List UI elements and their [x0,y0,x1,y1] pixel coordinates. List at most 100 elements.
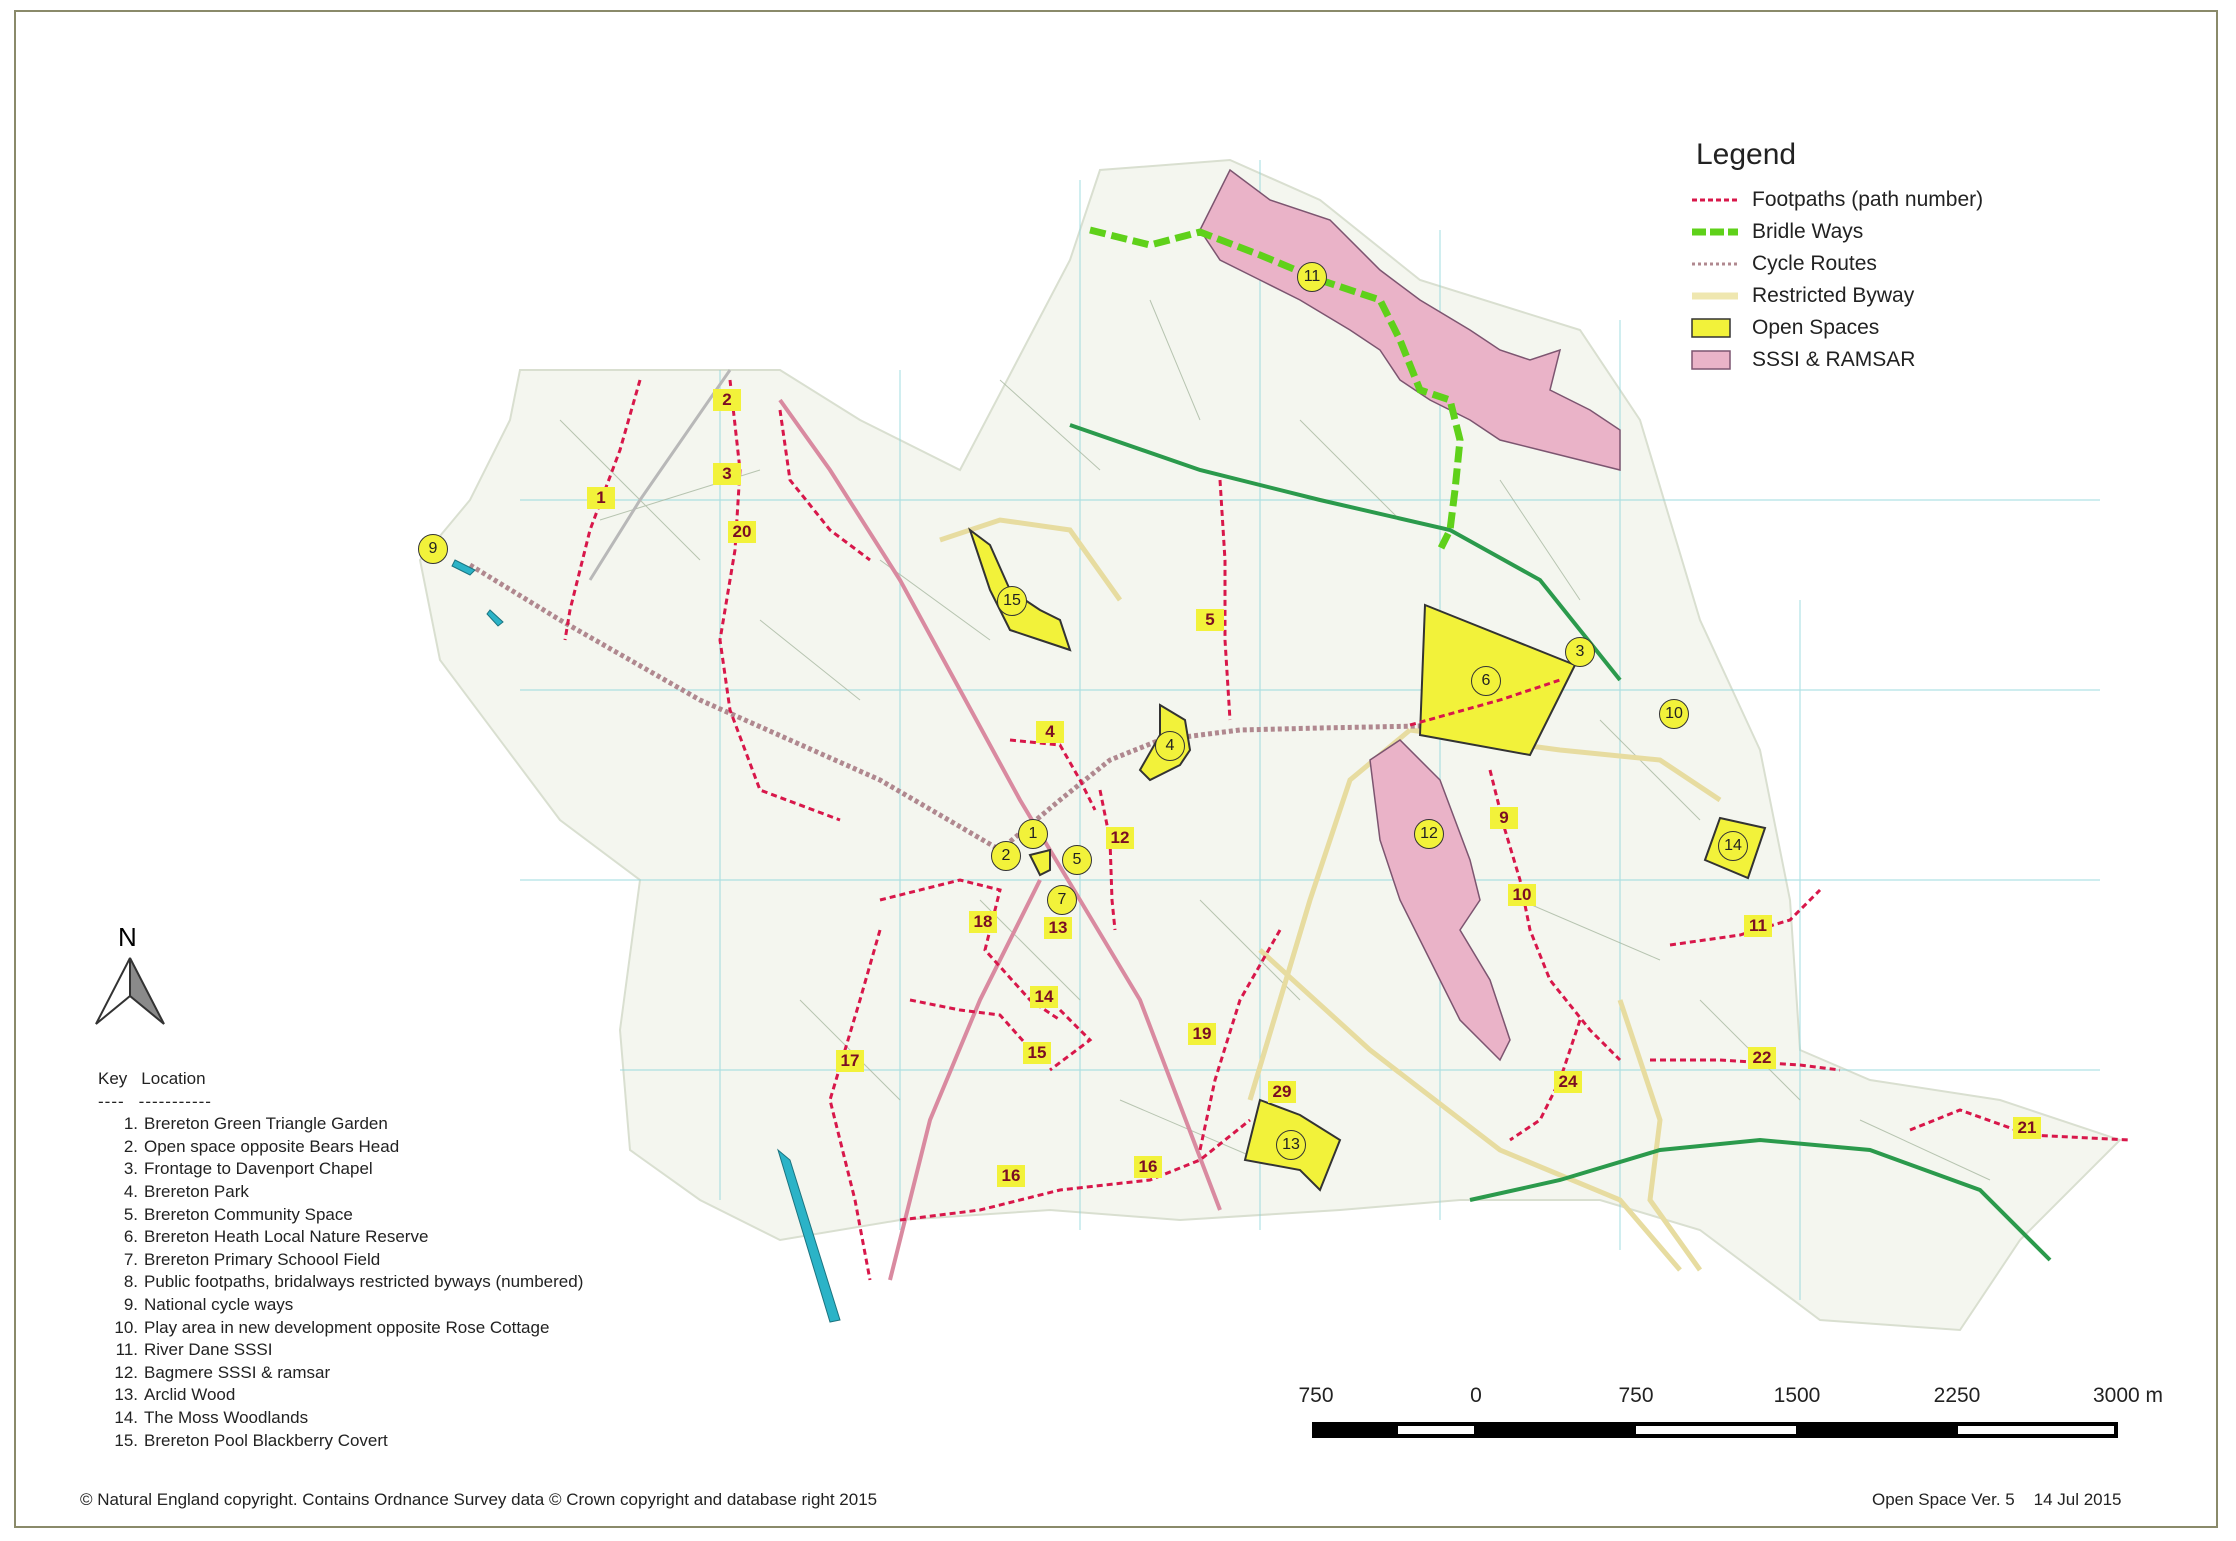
water-west [451,559,504,627]
key-item-number: 3. [123,1159,138,1179]
key-item-number: 13. [114,1385,138,1405]
footpath-number-label: 1 [587,487,615,509]
key-item-number: 1. [123,1114,138,1134]
main-road-south [888,879,1042,1281]
key-header: Key Location [98,1068,583,1091]
footpath-number-label: 18 [969,911,997,933]
key-item: 10. Play area in new development opposite… [98,1317,583,1340]
key-item-number: 8. [123,1272,138,1292]
site-marker-12: 12 [1414,819,1444,849]
footpath-number-label: 10 [1508,884,1536,906]
key-item-text: Brereton Park [144,1181,249,1201]
key-item-text: Public footpaths, bridalways restricted … [144,1272,584,1292]
key-item: 13. Arclid Wood [98,1384,583,1407]
key-item-text: Brereton Primary Schoool Field [144,1249,381,1269]
key-item-text: The Moss Woodlands [144,1407,309,1427]
cycle-route [468,562,1421,854]
scale-label: 2250 [1933,1384,1981,1407]
key-item-text: Brereton Green Triangle Garden [144,1114,388,1134]
site-marker-1: 1 [1018,819,1048,849]
main-road [778,398,1222,1211]
key-item-text: Bagmere SSSI & ramsar [144,1362,331,1382]
footpath-number-label: 17 [836,1050,864,1072]
scale-label: 1500 [1773,1384,1821,1407]
key-item-text: National cycle ways [144,1294,294,1314]
legend-label: Cycle Routes [1752,252,1877,275]
legend-label: Bridle Ways [1752,220,1864,243]
footpath-number-label: 4 [1036,721,1064,743]
site-marker-10: 10 [1659,699,1689,729]
key-dash-key: ---- [98,1091,125,1111]
open-space-5 [1028,848,1051,877]
site-marker-14: 14 [1718,831,1748,861]
key-header-rule: ---- ----------- [98,1091,583,1114]
key-dash-location: ----------- [138,1091,212,1111]
open-space-15 [968,527,1072,652]
scale-label: 3000 m [2092,1384,2164,1407]
scale-label: 750 [1618,1384,1654,1407]
key-item-text: Play area in new development opposite Ro… [144,1317,550,1337]
footpath-number-label: 12 [1106,827,1134,849]
key-item-number: 11. [115,1340,138,1360]
site-marker-11: 11 [1297,262,1327,292]
key-item-text: River Dane SSSI [144,1340,273,1360]
site-marker-13: 13 [1276,1130,1306,1160]
footpath-number-label: 16 [997,1165,1025,1187]
key-item: 7. Brereton Primary Schoool Field [98,1249,583,1272]
key-item-number: 10. [114,1317,138,1337]
key-item: 5.Brereton Community Space [98,1204,583,1227]
legend-item-restricted-byway: Restricted Byway [1690,280,1983,312]
key-header-key: Key [98,1069,128,1088]
key-item-text: Arclid Wood [144,1385,236,1405]
key-item-text: Open space opposite Bears Head [144,1136,400,1156]
key-item-text: Brereton Heath Local Nature Reserve [144,1227,429,1247]
legend-item-bridleways: Bridle Ways [1690,216,1983,248]
key-item-number: 5. [123,1204,138,1224]
north-arrow-icon [95,957,165,1025]
copyright-text: © Natural England copyright. Contains Or… [80,1490,878,1509]
map-frame [14,10,2218,1528]
key-item-number: 7. [123,1249,138,1269]
key-header-location: Location [141,1069,206,1088]
key-item: 6.Brereton Heath Local Nature Reserve [98,1226,583,1249]
site-marker-5: 5 [1062,845,1092,875]
key-item: 2. Open space opposite Bears Head [98,1136,583,1159]
water-south [777,1148,841,1323]
key-item: 9.National cycle ways [98,1294,583,1317]
legend-item-cycle-routes: Cycle Routes [1690,248,1983,280]
legend-label: Open Spaces [1752,316,1880,339]
sssi-river-dane [1199,168,1621,471]
key-item-text: Frontage to Davenport Chapel [144,1159,373,1179]
site-marker-15: 15 [997,586,1027,616]
footpath-number-label: 5 [1196,609,1224,631]
site-marker-2: 2 [991,841,1021,871]
site-marker-6: 6 [1471,666,1501,696]
footpath-number-label: 22 [1748,1047,1776,1069]
field-grid [520,160,2100,1300]
sssi-bagmere [1369,739,1511,1062]
footpath-number-label: 19 [1188,1023,1216,1045]
site-marker-4: 4 [1155,731,1185,761]
key-item-number: 2. [123,1136,138,1156]
footpath-number-label: 24 [1554,1071,1582,1093]
key-item: 12.Bagmere SSSI & ramsar [98,1362,583,1385]
green-road-south [1469,1137,2052,1262]
legend-item-footpaths: Footpaths (path number) [1690,184,1983,216]
version-text: Open Space Ver. 5 14 Jul 2015 [1872,1490,2122,1509]
key-item: 4. Brereton Park [98,1181,583,1204]
key-item: 3. Frontage to Davenport Chapel [98,1158,583,1181]
cycle-route-symbol [1692,262,1738,266]
site-marker-3: 3 [1565,637,1595,667]
footpath-number-label: 3 [713,463,741,485]
footpath-number-label: 29 [1268,1081,1296,1103]
footpath-number-label: 21 [2013,1117,2041,1139]
byway-symbol [1692,292,1738,300]
footpath-number-label: 20 [728,521,756,543]
legend-label: Restricted Byway [1752,284,1915,307]
key-item-number: 4. [123,1181,138,1201]
footpath-number-label: 11 [1744,915,1772,937]
footpath-number-label: 14 [1030,986,1058,1008]
key-list: 1. Brereton Green Triangle Garden 2. Open s… [98,1113,583,1452]
legend-label: SSSI & RAMSAR [1752,348,1916,371]
